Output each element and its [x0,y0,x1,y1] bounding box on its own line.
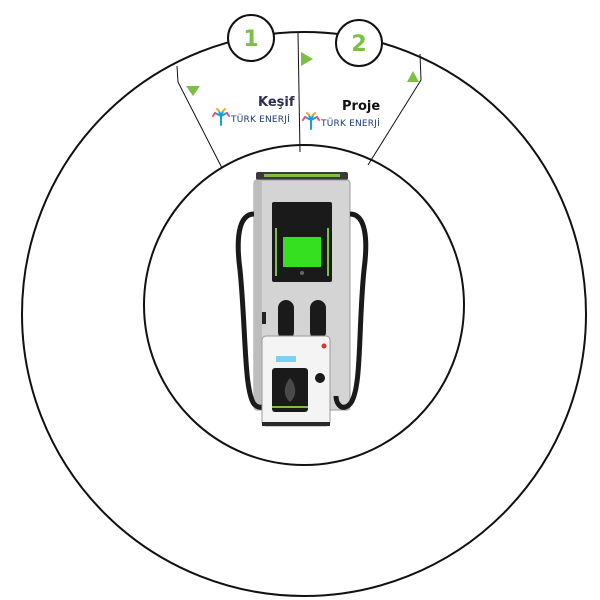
step-badge-2[interactable]: 2 [335,19,383,67]
wallbox-light [272,406,308,408]
triangle-marker-icon [186,86,200,96]
outer-ring [21,31,587,597]
divider-line-1 [176,65,223,169]
brand-text: TÜRK ENERJİ [320,118,380,129]
wallbox-socket [315,373,325,383]
divider-line-2 [297,32,301,153]
inner-ring [143,144,465,466]
panel-light-right [327,228,329,276]
step-badge-circle [227,14,275,62]
charger-top-light [264,174,340,177]
panel-light-left [275,228,277,276]
wallbox-display [276,356,296,362]
step-number: 1 [243,27,258,52]
leaf-icon [284,378,296,402]
charger-screen [283,237,321,267]
ev-charger-illustration [235,172,369,427]
connector-holster-left [278,300,294,340]
charger-side-shade [254,180,262,410]
triangle-marker-icon [301,52,313,66]
turk-enerji-logo-icon [212,108,230,126]
step-badge-circle [335,19,383,67]
step-label-1: Keşif TÜRK ENERJİ [212,95,295,126]
step-title: Keşif [258,95,295,110]
turk-enerji-logo-icon [302,112,320,130]
rfid-reader-icon [300,271,304,275]
charging-cable-right [333,211,369,410]
step-label-2: Proje TÜRK ENERJİ [302,99,380,130]
charger-side-port [262,312,266,324]
triangle-marker-icon [407,71,419,82]
wallbox-base [262,422,330,426]
step-number: 2 [351,32,366,57]
connector-holster-right [310,300,326,340]
brand-text: TÜRK ENERJİ [230,114,290,125]
divider-line-3 [367,53,422,166]
step-badge-1[interactable]: 1 [227,14,275,62]
step-title: Proje [342,99,380,114]
segment-dividers [176,32,422,169]
emergency-button [321,343,327,349]
